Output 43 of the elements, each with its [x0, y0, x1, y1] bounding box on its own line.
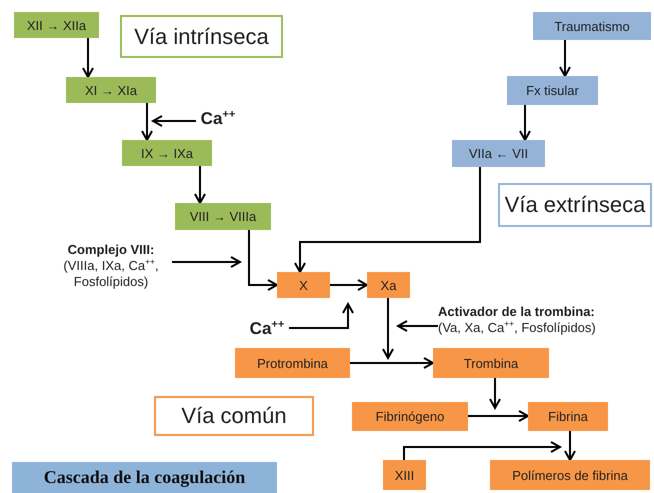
arrow — [248, 230, 278, 291]
complex-heading: Complejo VIII: — [68, 242, 154, 258]
process-box: Fx tisular — [507, 76, 598, 105]
title-banner: Cascada de la coagulación — [12, 462, 277, 493]
arrow — [152, 115, 196, 127]
arrow — [519, 105, 531, 141]
complex-components: (Va, Xa, Ca$^{++}$, Fosfolípidos) — [438, 320, 596, 336]
arrow — [194, 166, 206, 204]
arrow — [330, 279, 368, 291]
complex-heading: Activador de la trombina: — [438, 304, 595, 320]
pathway-label-box: Vía común — [154, 396, 314, 436]
process-box: Polímeros de fibrina — [490, 460, 650, 490]
arrow — [141, 103, 153, 141]
arrow — [82, 38, 94, 78]
ion-label: Ca$^{++}$ — [245, 318, 289, 340]
complex-components: (VIIIa, IXa, Ca$^{++}$, Fosfolípidos) — [62, 258, 160, 290]
arrow — [382, 298, 394, 359]
process-box: Trombina — [433, 348, 549, 378]
process-box: Xa — [367, 272, 410, 298]
process-box: XII → XIIa — [14, 12, 99, 38]
process-box: IX → IXa — [122, 140, 212, 166]
arrow — [564, 431, 576, 461]
process-box: Fibrinógeno — [352, 402, 468, 431]
arrow — [397, 320, 438, 332]
process-box: Traumatismo — [533, 12, 651, 40]
ion-label: Ca$^{++}$ — [196, 108, 240, 130]
arrow — [294, 167, 481, 273]
arrow — [559, 40, 571, 77]
pathway-label-box: Vía intrínseca — [120, 15, 283, 58]
process-box: XIII — [383, 460, 426, 490]
arrow — [468, 410, 529, 422]
arrow — [350, 357, 434, 369]
pathway-label-box: Vía extrínseca — [498, 183, 652, 227]
process-box: Protrombina — [235, 348, 350, 378]
process-box: VIII → VIIIa — [175, 203, 271, 230]
process-box: Fibrina — [528, 402, 608, 431]
process-box: XI → XIa — [66, 77, 156, 103]
arrow — [403, 441, 561, 460]
process-box: VIIa ← VII — [452, 140, 545, 167]
arrow — [489, 378, 501, 409]
arrow — [172, 256, 241, 268]
process-box: X — [277, 272, 330, 298]
arrow — [289, 303, 354, 329]
